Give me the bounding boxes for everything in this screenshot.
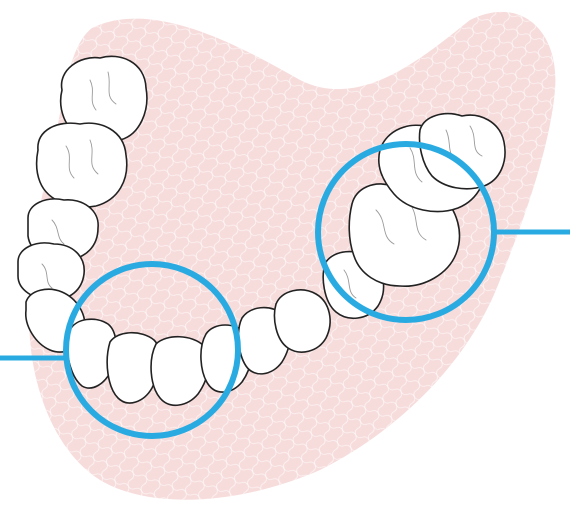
tooth-left-molar-2 [37, 123, 127, 207]
tooth-right-premolar-1 [275, 290, 331, 352]
